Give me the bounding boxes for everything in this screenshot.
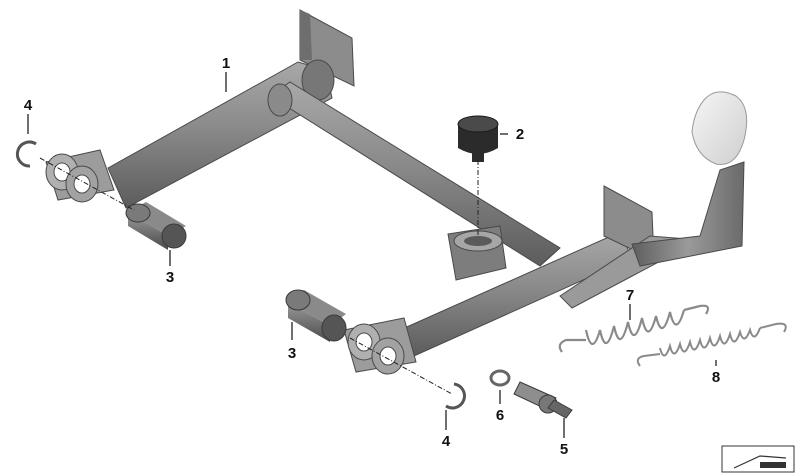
bushing-right [285,289,347,342]
leader-lines [27,72,717,438]
center-stand-frame [45,9,745,375]
circlip-right [445,382,466,410]
right-pivot-lugs [343,317,417,375]
bushing-left [125,202,187,250]
washer [489,369,511,387]
callout-4-left: 4 [24,97,33,114]
left-pivot-lugs [45,149,115,203]
callout-8: 8 [712,369,720,386]
callout-6: 6 [496,407,504,424]
callout-3-right: 3 [288,345,296,362]
shoulder-bolt [513,381,573,419]
spring-small [636,322,787,367]
parts-catalog-corner-icon [721,445,795,473]
circlip-left [15,140,37,168]
foot-peg-pad [691,91,748,165]
assembly-axis-lines [39,157,479,395]
callout-3-left: 3 [166,269,174,286]
rubber-buffer [457,115,499,162]
callout-1: 1 [222,55,230,72]
callout-4-right: 4 [442,433,451,450]
callout-labels: 1 2 3 3 4 4 5 6 7 8 [24,55,720,458]
callout-7: 7 [626,287,634,304]
spring-large [558,304,710,353]
callout-5: 5 [560,441,568,458]
callout-2: 2 [516,126,524,143]
